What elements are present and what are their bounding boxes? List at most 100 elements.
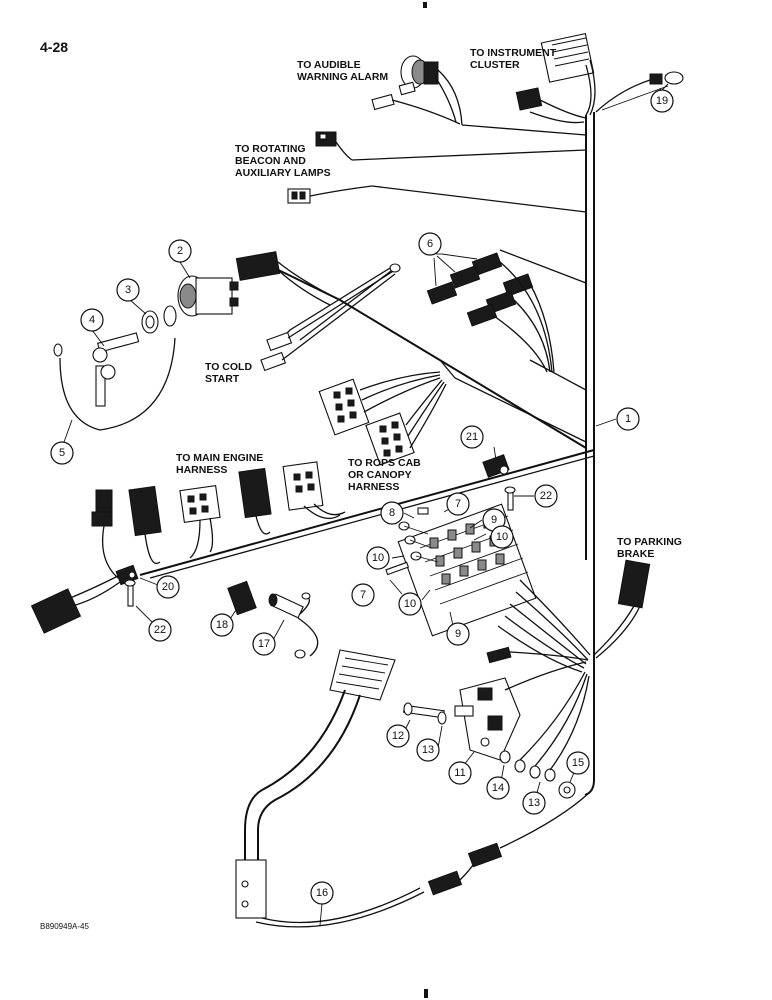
audible-alarm-connector bbox=[371, 55, 463, 126]
svg-text:19: 19 bbox=[656, 95, 668, 107]
svg-text:15: 15 bbox=[572, 757, 584, 769]
label-cold-start-2: START bbox=[205, 373, 240, 385]
screw-22-right bbox=[504, 486, 516, 511]
callout-10b: 10 bbox=[366, 546, 390, 570]
callout-9b: 9 bbox=[446, 622, 470, 646]
svg-text:9: 9 bbox=[455, 628, 461, 640]
switch-17 bbox=[268, 592, 319, 659]
svg-text:13: 13 bbox=[422, 744, 434, 756]
svg-text:16: 16 bbox=[316, 887, 328, 899]
nut-15 bbox=[558, 781, 576, 799]
rops-connectors bbox=[318, 371, 447, 466]
callout-9a: 9 bbox=[482, 508, 506, 532]
svg-text:10: 10 bbox=[496, 531, 508, 543]
svg-text:10: 10 bbox=[372, 552, 384, 564]
callout-20: 20 bbox=[156, 575, 180, 599]
callout-10a: 10 bbox=[490, 525, 514, 549]
callout-7a: 7 bbox=[446, 492, 470, 516]
label-parking-brake-1: TO PARKING bbox=[617, 536, 682, 548]
callout-2: 2 bbox=[168, 239, 192, 263]
label-main-engine-1: TO MAIN ENGINE bbox=[176, 452, 263, 464]
label-instrument-cluster-2: CLUSTER bbox=[470, 59, 520, 71]
svg-text:4: 4 bbox=[89, 314, 95, 326]
page-number: 4-28 bbox=[40, 39, 68, 55]
rotating-beacon-connector bbox=[287, 131, 373, 204]
callout-21: 21 bbox=[460, 425, 484, 449]
main-engine-connectors bbox=[91, 461, 346, 579]
label-rops-3: HARNESS bbox=[348, 481, 399, 493]
nut-3 bbox=[141, 305, 177, 334]
screw-22-left bbox=[124, 579, 136, 607]
keys-4 bbox=[92, 332, 140, 407]
svg-text:21: 21 bbox=[466, 431, 478, 443]
svg-text:13: 13 bbox=[528, 797, 540, 809]
svg-text:11: 11 bbox=[454, 767, 465, 779]
svg-text:14: 14 bbox=[492, 782, 504, 794]
clip-21 bbox=[482, 454, 510, 478]
callout-18: 18 bbox=[210, 613, 234, 637]
label-rops-2: OR CANOPY bbox=[348, 469, 412, 481]
callout-13b: 13 bbox=[522, 791, 546, 815]
svg-text:7: 7 bbox=[360, 589, 366, 601]
label-cold-start-1: TO COLD bbox=[205, 361, 252, 373]
svg-text:18: 18 bbox=[216, 619, 228, 631]
label-beacon-3: AUXILIARY LAMPS bbox=[235, 167, 331, 179]
callout-6: 6 bbox=[418, 232, 442, 256]
cover-18 bbox=[227, 580, 257, 616]
callout-1: 1 bbox=[616, 407, 640, 431]
figure-reference: B890949A-45 bbox=[40, 922, 89, 931]
instrument-cluster-connector bbox=[515, 33, 596, 124]
washer-13 bbox=[437, 711, 447, 725]
callout-17: 17 bbox=[252, 632, 276, 656]
callout-16: 16 bbox=[310, 881, 334, 905]
svg-text:17: 17 bbox=[258, 638, 270, 650]
callout-13a: 13 bbox=[416, 738, 440, 762]
svg-text:7: 7 bbox=[455, 498, 461, 510]
callout-22a: 22 bbox=[534, 484, 558, 508]
label-audible-alarm-1: TO AUDIBLE bbox=[297, 59, 361, 71]
callout-12: 12 bbox=[386, 724, 410, 748]
terminals-14 bbox=[499, 671, 590, 782]
svg-text:2: 2 bbox=[177, 245, 183, 257]
svg-text:3: 3 bbox=[125, 284, 131, 296]
svg-text:20: 20 bbox=[162, 581, 174, 593]
relay-bracket-11 bbox=[454, 646, 589, 761]
label-rops-1: TO ROPS CAB bbox=[348, 457, 421, 469]
cold-start-connectors bbox=[260, 263, 401, 372]
callout-8: 8 bbox=[380, 501, 404, 525]
label-beacon-2: BEACON AND bbox=[235, 155, 306, 167]
svg-text:22: 22 bbox=[540, 490, 552, 502]
connectors-6 bbox=[426, 252, 555, 373]
clip-20 bbox=[30, 564, 139, 634]
callout-5: 5 bbox=[50, 441, 74, 465]
bottom-mark bbox=[424, 989, 428, 998]
svg-text:1: 1 bbox=[625, 413, 631, 425]
svg-text:6: 6 bbox=[427, 238, 433, 250]
callout-7b: 7 bbox=[351, 583, 375, 607]
label-beacon-1: TO ROTATING bbox=[235, 143, 306, 155]
callout-10c: 10 bbox=[398, 592, 422, 616]
svg-text:5: 5 bbox=[59, 447, 65, 459]
label-instrument-cluster-1: TO INSTRUMENT bbox=[470, 47, 557, 59]
pedal-harness-16 bbox=[235, 649, 591, 928]
label-parking-brake-2: BRAKE bbox=[617, 548, 654, 560]
callout-4: 4 bbox=[80, 308, 104, 332]
tether-5 bbox=[53, 337, 176, 431]
label-main-engine-2: HARNESS bbox=[176, 464, 227, 476]
parking-brake-connector bbox=[593, 559, 651, 659]
callout-15: 15 bbox=[566, 751, 590, 775]
ignition-switch-2 bbox=[177, 251, 341, 317]
callout-11: 11 bbox=[448, 761, 472, 785]
svg-text:22: 22 bbox=[154, 624, 166, 636]
callout-3: 3 bbox=[116, 278, 140, 302]
callout-22b: 22 bbox=[148, 618, 172, 642]
top-mark bbox=[423, 2, 427, 8]
callout-14: 14 bbox=[486, 776, 510, 800]
svg-text:12: 12 bbox=[392, 730, 404, 742]
svg-text:8: 8 bbox=[389, 507, 395, 519]
label-audible-alarm-2: WARNING ALARM bbox=[297, 71, 388, 83]
svg-text:10: 10 bbox=[404, 598, 416, 610]
svg-text:9: 9 bbox=[491, 514, 497, 526]
callout-19: 19 bbox=[650, 89, 674, 113]
